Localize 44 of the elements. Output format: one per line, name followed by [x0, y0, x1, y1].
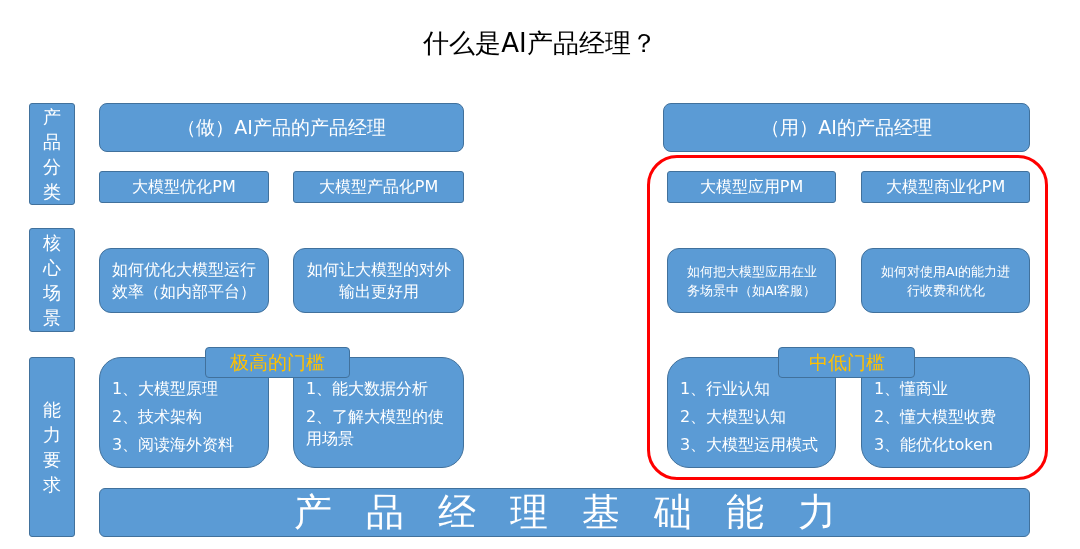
ability-item: 3、阅读海外资料 [112, 434, 235, 456]
role-box [293, 171, 464, 203]
ability-item: 3、能优化token [874, 434, 993, 456]
scenario-box [861, 248, 1030, 313]
scenario-text: 如何对使用AI的能力进行收费和优化 [879, 262, 1012, 300]
ability-item: 1、行业认知 [680, 378, 771, 400]
row-label-box [29, 357, 75, 537]
role-box [99, 171, 269, 203]
ability-item: 2、懂大模型收费 [874, 406, 997, 428]
scenario-text: 如何让大模型的对外输出更好用 [306, 259, 451, 303]
role-label: 大模型优化PM [132, 176, 236, 198]
scenario-box [99, 248, 269, 313]
category-box [99, 103, 464, 152]
role-box [861, 171, 1030, 203]
row-label-box [29, 103, 75, 205]
scenario-text: 如何优化大模型运行效率（如内部平台） [112, 259, 256, 303]
role-label: 大模型应用PM [699, 176, 804, 198]
ability-item: 1、懂商业 [874, 378, 949, 400]
threshold-label: 中低门槛 [808, 349, 885, 375]
threshold-badge [778, 347, 915, 378]
scenario-box [293, 248, 464, 313]
ability-item: 1、能大数据分析 [306, 378, 429, 400]
row-label: 核心场景 [42, 231, 62, 330]
ability-item: 3、大模型运用模式 [680, 434, 819, 456]
row-label: 能力要求 [42, 398, 62, 497]
category-title: （用）AI的产品经理 [761, 114, 932, 140]
role-label: 大模型商业化PM [885, 176, 1006, 198]
foundation-bar [99, 488, 1030, 537]
threshold-label: 极高的门槛 [230, 349, 325, 375]
scenario-text: 如何把大模型应用在业务场景中（如AI客服） [685, 262, 818, 300]
ability-item: 1、大模型原理 [112, 378, 219, 400]
category-title: （做）AI产品的产品经理 [177, 114, 386, 140]
row-label-box [29, 228, 75, 332]
scenario-box [667, 248, 836, 313]
ability-item: 2、了解大模型的使用场景 [306, 406, 446, 450]
role-box [667, 171, 836, 203]
ability-item: 2、技术架构 [112, 406, 203, 428]
category-box [663, 103, 1030, 152]
ability-item: 2、大模型认知 [680, 406, 787, 428]
foundation-label: 产品经理基础能力 [293, 489, 870, 536]
row-label: 产品分类 [42, 105, 62, 204]
threshold-badge [205, 347, 350, 378]
title: 什么是AI产品经理？ [422, 27, 658, 60]
role-label: 大模型产品化PM [318, 176, 439, 198]
